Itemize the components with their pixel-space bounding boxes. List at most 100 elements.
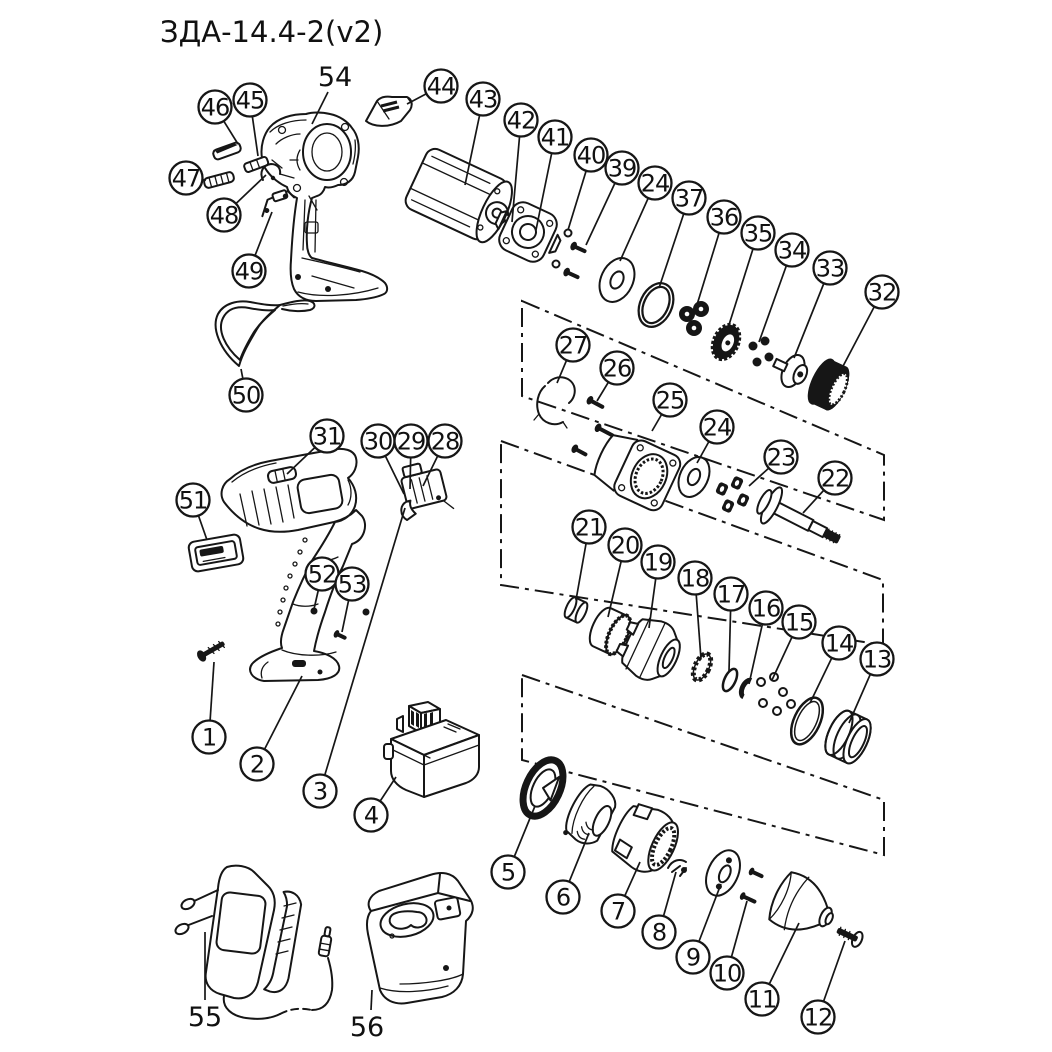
part-switch-assembly <box>400 462 455 522</box>
page-title: ЗДА-14.4-2(v2) <box>160 15 383 49</box>
balloon-37 <box>671 180 707 216</box>
balloon-number-44: 44 <box>427 73 456 101</box>
balloon-20 <box>607 527 643 563</box>
balloon-17 <box>713 576 749 612</box>
balloon-number-19: 19 <box>644 549 673 577</box>
balloon-number-40: 40 <box>577 142 606 170</box>
balloon-number-29: 29 <box>397 428 426 456</box>
balloon-15 <box>781 604 817 640</box>
part-gearbox-housing <box>593 434 682 512</box>
part-bearing-plate <box>494 201 562 263</box>
balloon-16 <box>748 590 784 626</box>
balloon-number-15: 15 <box>785 609 814 637</box>
balloon-4 <box>353 797 389 833</box>
balloon-number-39: 39 <box>608 155 637 183</box>
balloon-number-1: 1 <box>202 724 216 752</box>
balloon-number-20: 20 <box>611 532 640 560</box>
balloon-number-7: 7 <box>611 898 625 926</box>
balloon-5 <box>490 854 526 890</box>
balloon-11 <box>744 981 780 1017</box>
balloon-32 <box>864 274 900 310</box>
part-wire-clip-27 <box>533 376 576 429</box>
balloon-number-12: 12 <box>804 1004 833 1032</box>
part-bearing-18 <box>690 651 714 683</box>
balloon-number-42: 42 <box>507 107 536 135</box>
part-carrier-33 <box>772 354 809 388</box>
part-pin-53 <box>333 630 347 640</box>
leader-line-56 <box>370 989 373 1011</box>
part-oring-37 <box>637 282 675 328</box>
balloon-number-3: 3 <box>313 778 327 806</box>
balloon-2 <box>239 746 275 782</box>
part-hook-48 <box>260 163 282 181</box>
balloon-number-53: 53 <box>338 571 367 599</box>
balloon-21 <box>571 509 607 545</box>
balloon-number-22: 22 <box>821 465 850 493</box>
balloon-1 <box>191 719 227 755</box>
balloon-number-47: 47 <box>172 165 201 193</box>
balloon-number-31: 31 <box>313 423 342 451</box>
balloon-49 <box>231 253 267 289</box>
part-screw-1 <box>197 640 226 662</box>
part-label-plate-51 <box>187 533 245 573</box>
balloon-47 <box>168 160 204 196</box>
part-battery-pack <box>383 701 480 798</box>
part-washer-24a <box>598 257 636 303</box>
balloon-number-45: 45 <box>236 87 265 115</box>
part-ring-17 <box>721 667 739 693</box>
part-balls-15 <box>756 672 796 716</box>
balloon-number-51: 51 <box>179 487 208 515</box>
part-wrist-strap <box>214 299 316 367</box>
balloon-9 <box>675 939 711 975</box>
balloon-33 <box>812 250 848 286</box>
balloon-number-2: 2 <box>250 751 264 779</box>
balloon-number-17: 17 <box>717 581 746 609</box>
part-clutch-cage-6 <box>563 783 617 845</box>
part-pins-34 <box>748 336 774 367</box>
leader-line-3 <box>319 507 406 792</box>
part-gear-housing-7 <box>611 803 679 873</box>
part-motor <box>404 147 525 244</box>
part-strip-47 <box>203 171 235 189</box>
balloon-25 <box>652 382 688 418</box>
balloon-number-43: 43 <box>469 86 498 114</box>
part-sun-gear-35 <box>710 322 742 362</box>
part-nuts-23 <box>715 476 750 513</box>
balloon-number-13: 13 <box>863 646 892 674</box>
balloon-13 <box>859 641 895 677</box>
part-dot-52 <box>310 607 370 616</box>
balloon-10 <box>709 955 745 991</box>
balloon-number-48: 48 <box>210 202 239 230</box>
balloon-number-25: 25 <box>656 387 685 415</box>
balloon-26 <box>599 350 635 386</box>
leader-line-54 <box>311 91 329 125</box>
assembly-band-chuck <box>521 673 885 857</box>
part-screws-10 <box>739 867 764 904</box>
part-ring-gear-32 <box>807 358 850 411</box>
part-sleeve-13 <box>824 709 872 765</box>
balloon-number-24: 24 <box>703 414 732 442</box>
balloon-14 <box>821 625 857 661</box>
balloon-18 <box>677 560 713 596</box>
part-top-cap <box>365 95 413 127</box>
balloon-number-52: 52 <box>308 561 337 589</box>
part-clutch-housing-19 <box>615 617 681 681</box>
balloon-number-6: 6 <box>556 884 570 912</box>
balloon-number-9: 9 <box>686 944 700 972</box>
part-housing-left-shell <box>220 447 367 682</box>
part-screw-12 <box>836 926 864 948</box>
balloon-42 <box>503 102 539 138</box>
balloon-number-26: 26 <box>603 355 632 383</box>
part-strip-45 <box>243 155 270 173</box>
balloon-number-11: 11 <box>748 986 777 1014</box>
balloon-19 <box>640 544 676 580</box>
part-housing-right-shell <box>260 111 389 302</box>
balloon-27 <box>555 327 591 363</box>
balloon-35 <box>740 215 776 251</box>
balloon-24 <box>699 409 735 445</box>
part-strip-46 <box>212 141 242 161</box>
balloon-12 <box>800 999 836 1035</box>
